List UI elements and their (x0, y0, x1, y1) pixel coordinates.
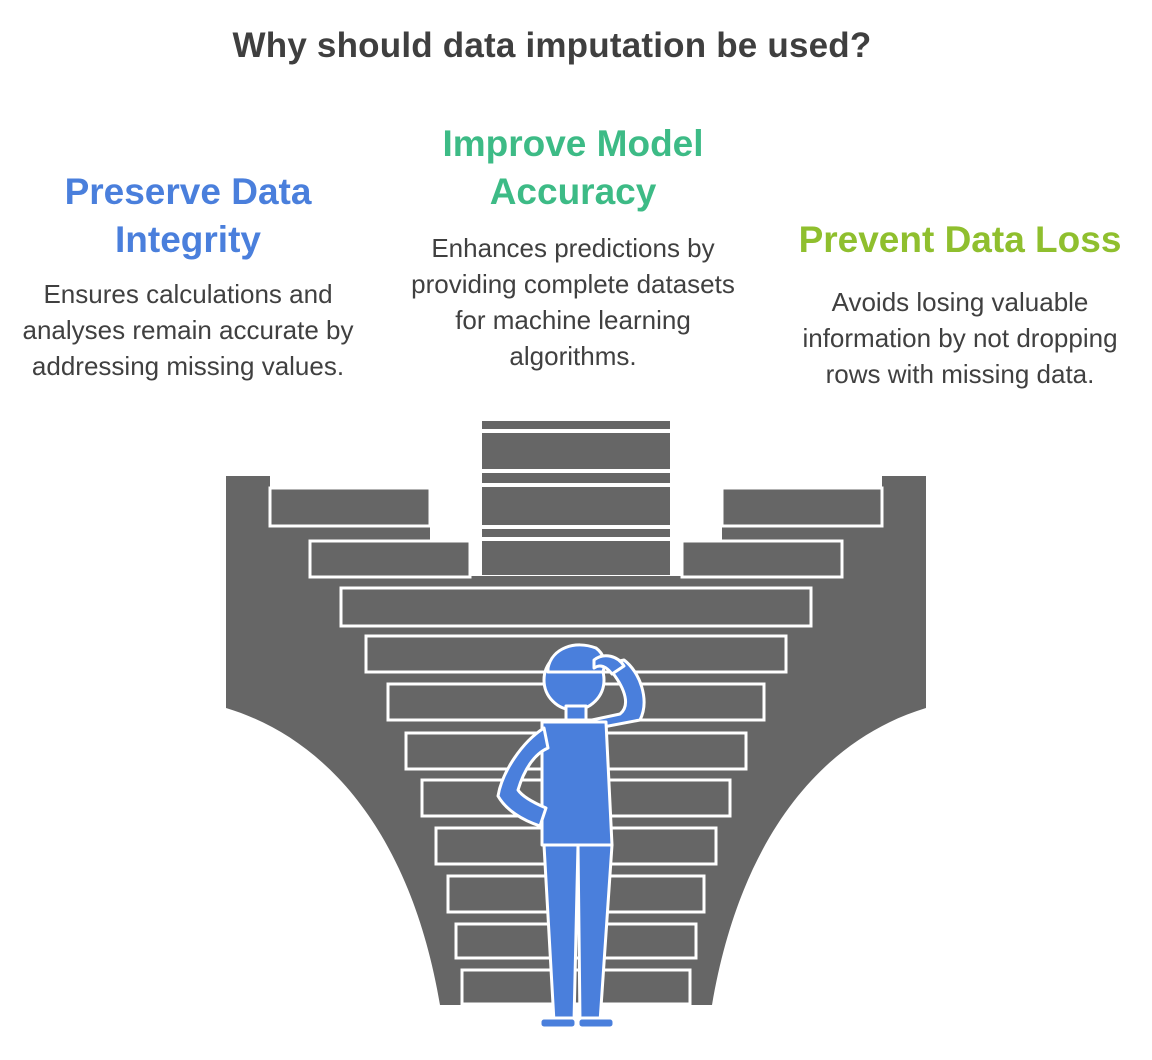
prevent-data-loss-block: Prevent Data Loss Avoids losing valuable… (780, 216, 1140, 392)
preserve-data-integrity-block: Preserve Data Integrity Ensures calculat… (18, 168, 358, 384)
improve-model-accuracy-heading: Improve Model Accuracy (442, 123, 704, 212)
improve-model-accuracy-text: Enhances predictions by providing comple… (411, 233, 735, 371)
prevent-data-loss-text: Avoids losing valuable information by no… (802, 287, 1118, 389)
preserve-data-integrity-text: Ensures calculations and analyses remain… (22, 279, 354, 381)
page-title: Why should data imputation be used? (232, 26, 872, 65)
prevent-data-loss-heading: Prevent Data Loss (798, 219, 1122, 260)
center-tower (482, 421, 670, 575)
preserve-data-integrity-heading: Preserve Data Integrity (64, 171, 312, 260)
improve-model-accuracy-block: Improve Model Accuracy Enhances predicti… (400, 120, 746, 374)
person-thinking-icon (496, 643, 646, 1030)
